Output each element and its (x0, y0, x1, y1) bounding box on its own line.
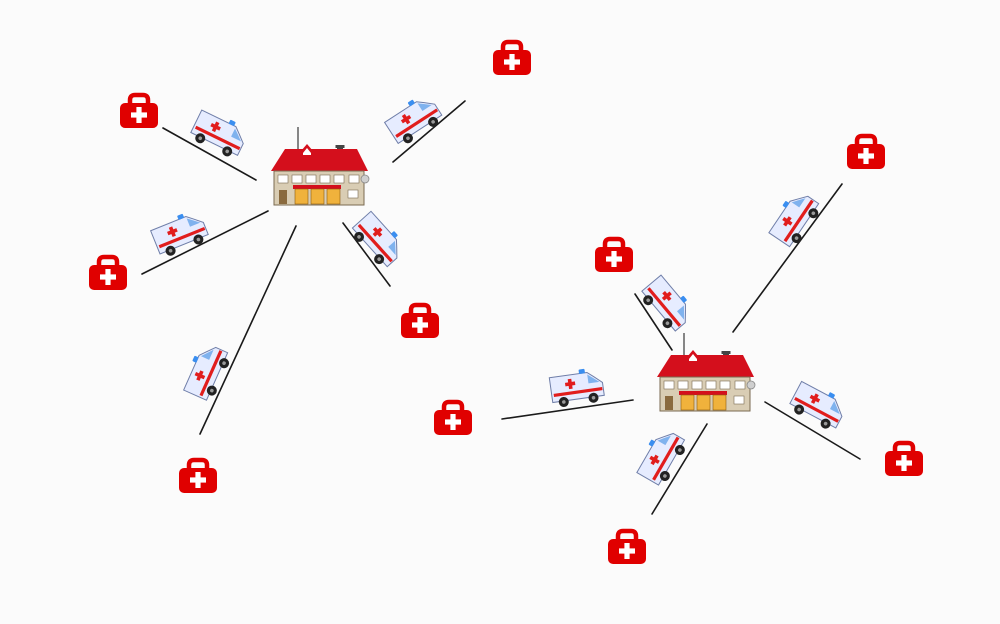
ambulance-icon (636, 272, 699, 336)
first-aid-kit-icon (434, 402, 472, 435)
first-aid-kit-icon (401, 305, 439, 338)
ambulance-icon (786, 377, 850, 434)
ambulance-icon (632, 424, 691, 489)
ambulance-icon (548, 366, 606, 409)
first-aid-kit-icon (89, 257, 127, 290)
ambulance-icon (765, 186, 825, 251)
link-b-bottom (651, 423, 708, 515)
link-a-bottom (199, 225, 297, 435)
ambulance-icon (179, 340, 234, 404)
ambulance-icon (347, 208, 410, 272)
link-a-topleft (162, 127, 257, 181)
link-b-upleft (634, 293, 673, 351)
ambulance-icon (381, 90, 446, 149)
connection-lines (141, 100, 861, 515)
first-aid-kit-icon (595, 239, 633, 272)
hospital-building-icon (656, 332, 756, 412)
ambulances (148, 90, 850, 489)
link-b-right (764, 401, 861, 460)
first-aid-kit-icon (885, 443, 923, 476)
first-aid-kit-icon (608, 531, 646, 564)
link-b-left (501, 399, 634, 420)
first-aid-kit-icon (179, 460, 217, 493)
link-b-upright (732, 183, 843, 333)
first-aid-kit-icon (120, 95, 158, 128)
ambulance-icon (187, 105, 251, 162)
link-a-right (342, 222, 391, 287)
link-a-left (141, 210, 269, 275)
first-aid-kit-icon (493, 42, 531, 75)
ambulance-icon (148, 207, 211, 261)
link-a-topright (392, 100, 466, 163)
first-aid-kit-icon (847, 136, 885, 169)
hospital-building-icon (270, 126, 370, 206)
